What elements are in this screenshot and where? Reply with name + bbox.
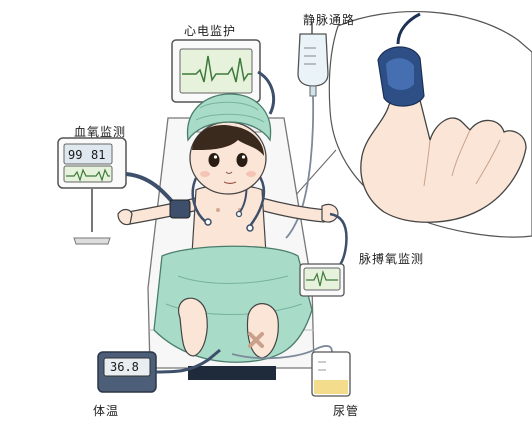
urinary-catheter-label: 尿管: [333, 402, 359, 419]
blood-oxygen-readout-left: 99: [68, 148, 82, 162]
ecg-monitor-label: 心电监护: [184, 22, 236, 39]
green-blanket: [154, 246, 312, 362]
iv-bag-icon: [298, 34, 328, 86]
blood-oxygen-readout-right: 81: [91, 148, 105, 162]
iv-drip-label: 静脉通路: [303, 11, 355, 28]
blood-pressure-cuff: [170, 200, 190, 218]
pulse-oximetry-label: 脉搏氧监测: [359, 250, 424, 267]
blood-oxygen-label: 血氧监测: [74, 123, 126, 140]
temperature-label: 体温: [93, 402, 119, 419]
temperature-readout: 36.8: [110, 360, 139, 374]
